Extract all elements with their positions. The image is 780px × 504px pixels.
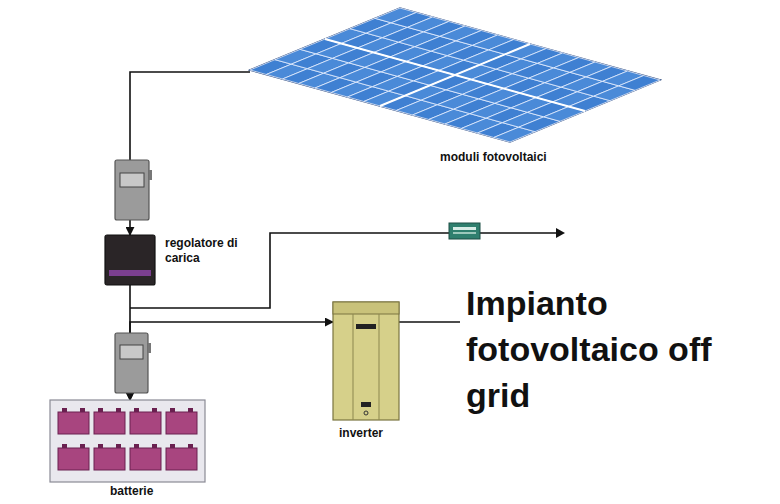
battery-terminal xyxy=(188,444,193,448)
battery-terminal xyxy=(152,444,157,448)
node-label: batterie xyxy=(110,484,200,499)
battery-cell xyxy=(94,412,125,434)
battery-terminal xyxy=(98,444,103,448)
battery-terminal xyxy=(134,408,139,412)
load-device xyxy=(449,223,480,239)
battery-terminal xyxy=(152,408,157,412)
node-label: inverter xyxy=(339,426,429,441)
diagram-title: Impianto fotovoltaico off grid xyxy=(466,280,728,418)
battery-terminal xyxy=(170,408,175,412)
battery-cell xyxy=(130,448,161,470)
battery-bank-shape xyxy=(50,400,205,482)
battery-terminal xyxy=(80,408,85,412)
load-arrow xyxy=(556,228,565,238)
charge-regulator: regolatore di carica xyxy=(105,235,155,285)
connector xyxy=(130,322,333,400)
regulator-stripe xyxy=(109,270,151,276)
battery-terminal xyxy=(170,444,175,448)
battery-cell xyxy=(94,448,125,470)
battery-terminal xyxy=(80,444,85,448)
inverter-display xyxy=(356,324,376,329)
battery-cell xyxy=(166,448,197,470)
switch-device xyxy=(115,333,151,393)
battery-rack xyxy=(50,400,205,482)
inverter-slot xyxy=(361,402,371,407)
regulator-body xyxy=(105,235,155,285)
inverter-box: inverter xyxy=(333,302,399,420)
inverter-panel-line xyxy=(353,314,354,420)
switch-device xyxy=(115,160,152,220)
panel-divider xyxy=(325,39,585,111)
battery-terminal xyxy=(116,408,121,412)
battery-terminal xyxy=(62,408,67,412)
charge-regulator-shape xyxy=(105,235,155,285)
inverter-top xyxy=(333,302,399,314)
battery-terminal xyxy=(116,444,121,448)
battery-cell xyxy=(166,412,197,434)
inverter-body xyxy=(333,302,399,420)
inverter-led xyxy=(364,411,368,415)
panel-cell xyxy=(619,76,660,91)
battery-terminal xyxy=(98,408,103,412)
panel-divider xyxy=(380,44,530,106)
battery-terminal xyxy=(188,408,193,412)
ac-output-wire xyxy=(399,321,460,323)
battery-cell xyxy=(58,448,89,470)
inverter-panel-line xyxy=(379,314,380,420)
battery-terminal xyxy=(62,444,67,448)
panel-frame xyxy=(250,8,660,142)
node-label: moduli fotovoltaici xyxy=(440,150,640,165)
node-label: regolatore di carica xyxy=(165,236,257,266)
solar-panel-shape xyxy=(250,8,660,142)
battery-terminal xyxy=(134,444,139,448)
battery-cell xyxy=(130,412,161,434)
battery-cell xyxy=(58,412,89,434)
battery-bank: batterie xyxy=(50,400,205,482)
solar-panel: moduli fotovoltaici xyxy=(250,8,660,142)
inverter-box-shape xyxy=(333,302,399,420)
